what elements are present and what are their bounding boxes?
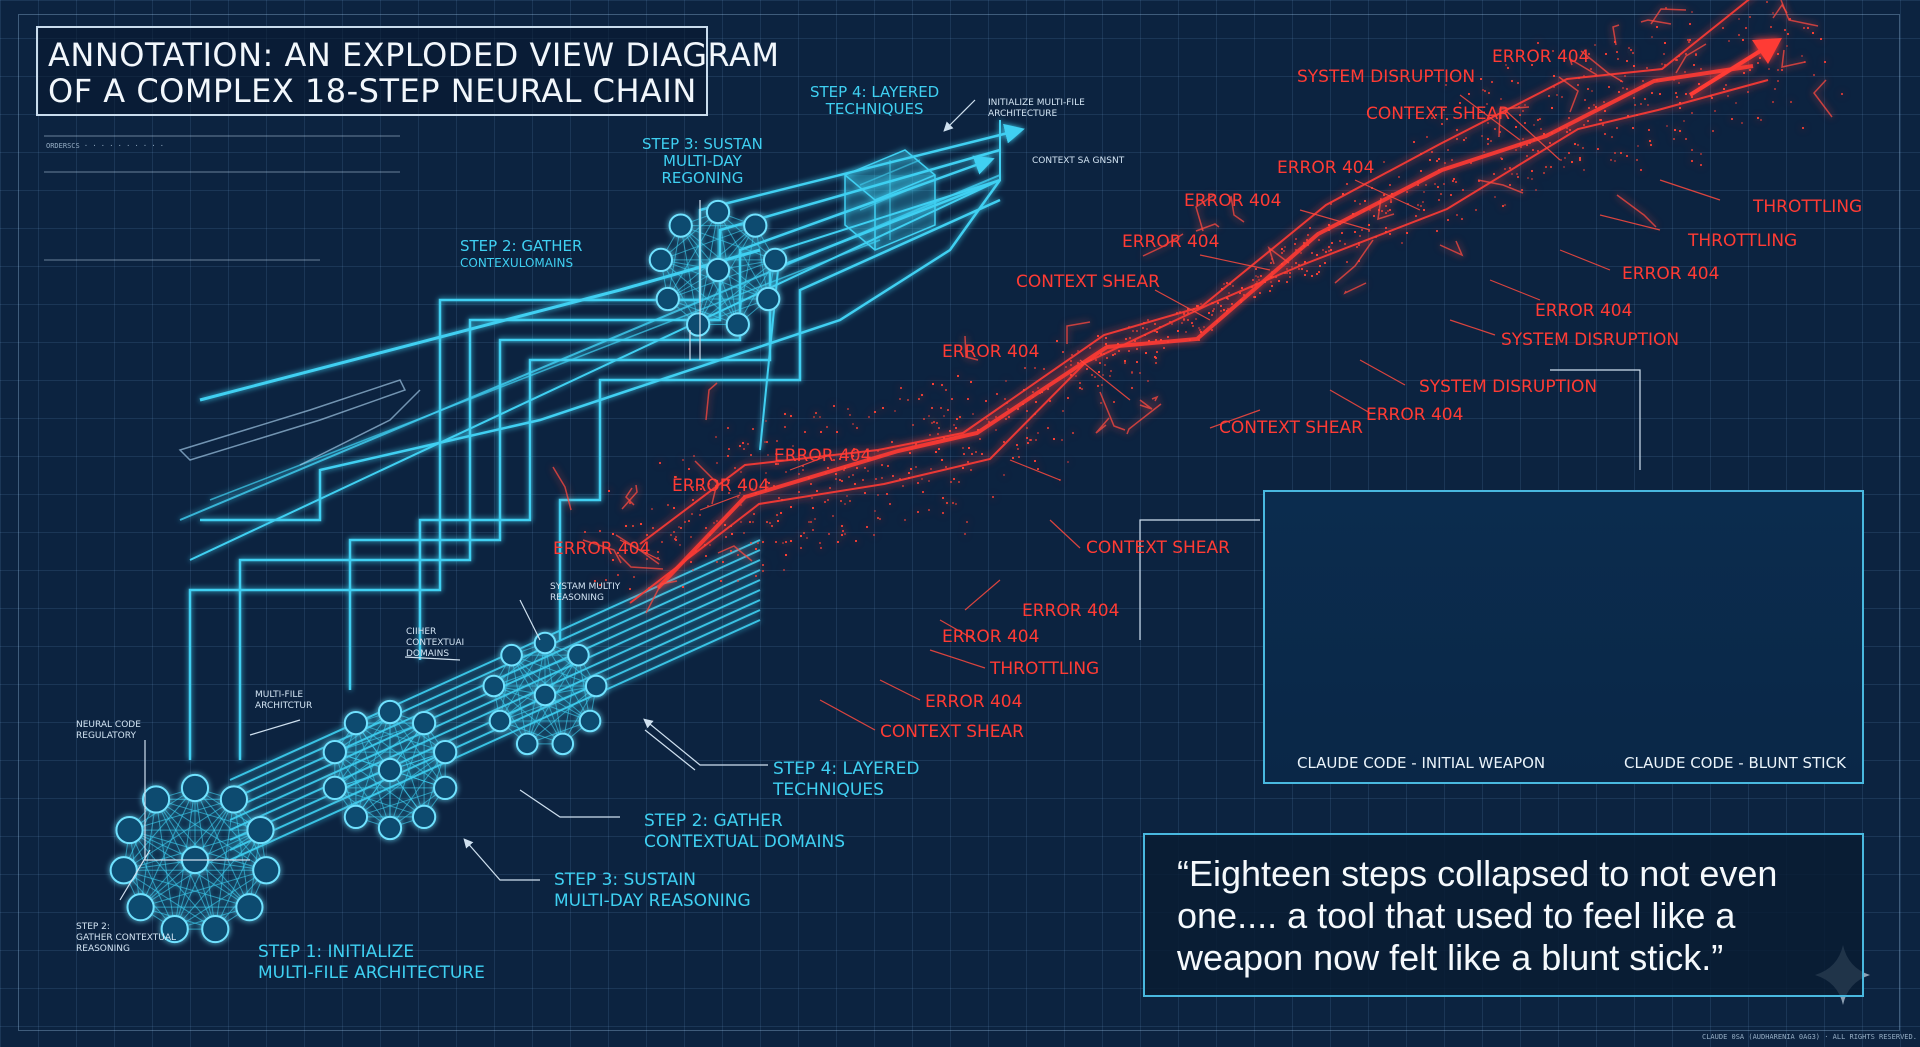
upper-init-label: INITIALIZE MULTI-FILE ARCHITECTURE (988, 98, 1085, 120)
upper-step3-line3: REGONING (661, 169, 744, 187)
upper-step2-line1: STEP 2: GATHER (460, 237, 583, 255)
label-system-disruption: SYSTEM DISRUPTION (1501, 330, 1680, 350)
label-error-404: ERROR 404 (1366, 405, 1464, 425)
label-context-shear: CONTEXT SHEAR (1219, 418, 1363, 438)
step3-line2: MULTI-DAY REASONING (554, 891, 751, 911)
cither-line2: CONTEXTUAI (406, 638, 465, 648)
label-error-404: ERROR 404 (1022, 601, 1120, 621)
multifile-small-line1: MULTI-FILE (255, 690, 304, 700)
step2-small-line3: REASONING (76, 944, 130, 954)
caption-initial-weapon: CLAUDE CODE - INITIAL WEAPON (1297, 754, 1546, 772)
upper-step3-label: STEP 3: SUSTAN MULTI-DAY REGONING (642, 136, 763, 187)
upper-step2-label: STEP 2: GATHER CONTEXULOMAINS (460, 238, 582, 272)
red-leader-lines (619, 94, 1721, 731)
label-error-404: ERROR 404 (774, 446, 872, 466)
quote-line-1: “Eighteen steps collapsed to not even (1177, 853, 1778, 894)
table-fine-print: ORDERSCS · · · · · · · · · · (46, 142, 165, 150)
step1-line2: MULTI-FILE ARCHITECTURE (258, 963, 485, 983)
upper-step2-line2: CONTEXULOMAINS (460, 256, 574, 270)
lower-neural-nodes (109, 631, 608, 944)
step3-line1: STEP 3: SUSTAIN (554, 870, 696, 890)
label-error-404: ERROR 404 (925, 692, 1023, 712)
upper-step4-line2: TECHNIQUES (825, 100, 924, 118)
red-fracture (552, 0, 1843, 614)
label-throttling: THROTTLING (1688, 231, 1798, 251)
weapon-comparison-panel (1263, 490, 1864, 784)
step1-line1: STEP 1: INITIALIZE (258, 942, 415, 962)
step4-label: STEP 4: LAYERED TECHNIQUES (773, 759, 919, 801)
upper-step3-line1: STEP 3: SUSTAN (642, 135, 763, 153)
quote-box: “Eighteen steps collapsed to not even on… (1143, 833, 1864, 997)
title-line-2: OF A COMPLEX 18-STEP NEURAL CHAIN (48, 72, 697, 110)
label-error-404: ERROR 404 (1535, 301, 1633, 321)
label-throttling: THROTTLING (1753, 197, 1863, 217)
title-box: ANNOTATION: AN EXPLODED VIEW DIAGRAM OF … (36, 26, 779, 116)
systam-line2: REASONING (550, 593, 604, 603)
copyright-footer: CLAUDE 0SA (AUDHARENIA 0AG3) · ALL RIGHT… (1702, 1033, 1917, 1041)
quote-line-2: one.... a tool that used to feel like a (1177, 895, 1736, 936)
label-error-404: ERROR 404 (1622, 264, 1720, 284)
multifile-small-line2: ARCHITCTUR (255, 701, 313, 711)
upper-neural-nodes (648, 199, 788, 337)
label-system-disruption: SYSTEM DISRUPTION (1297, 67, 1476, 87)
upper-init-line2: ARCHITECTURE (988, 109, 1058, 119)
label-error-404: ERROR 404 (1184, 191, 1282, 211)
cube-hologram (844, 149, 936, 251)
title-line-1: ANNOTATION: AN EXPLODED VIEW DIAGRAM (48, 36, 780, 74)
upper-step3-line2: MULTI-DAY (663, 152, 742, 170)
sword-sketch (178, 379, 421, 466)
neural-code-line1: NEURAL CODE (76, 720, 141, 730)
node-cluster-2 (322, 699, 458, 841)
neural-code-line2: REGULATORY (76, 731, 136, 741)
systam-label: SYSTAM MULTIY REASONING (550, 582, 620, 604)
upper-init-line1: INITIALIZE MULTI-FILE (988, 98, 1085, 108)
node-cluster-1 (109, 773, 281, 944)
label-error-404: ERROR 404 (942, 342, 1040, 362)
step2-small-label: STEP 2: GATHER CONTEXTUAL REASONING (76, 922, 176, 955)
step4-line2: TECHNIQUES (773, 780, 884, 800)
label-error-404: ERROR 404 (1277, 158, 1375, 178)
upper-step4-label: STEP 4: LAYERED TECHNIQUES (810, 84, 939, 118)
quote-line-3: weapon now felt like a blunt stick.” (1177, 937, 1724, 978)
label-system-disruption: SYSTEM DISRUPTION (1419, 377, 1598, 397)
multifile-small-label: MULTI-FILE ARCHITCTUR (255, 690, 312, 712)
label-error-404: ERROR 404 (672, 476, 770, 496)
label-error-404: ERROR 404 (1122, 232, 1220, 252)
callout-leaders (119, 99, 1641, 901)
neural-code-label: NEURAL CODE REGULATORY (76, 720, 141, 742)
data-table (44, 135, 400, 261)
label-context-shear: CONTEXT SHEAR (880, 722, 1024, 742)
cither-label: CIIHER CONTEXTUAI DOMAINS (406, 627, 464, 660)
caption-blunt-stick: CLAUDE CODE - BLUNT STICK (1624, 754, 1846, 772)
step3-label: STEP 3: SUSTAIN MULTI-DAY REASONING (554, 870, 751, 912)
context-small-label: CONTEXT SA GNSNT (1032, 156, 1125, 166)
label-error-404: ERROR 404 (942, 627, 1040, 647)
systam-line1: SYSTAM MULTIY (550, 582, 621, 592)
label-error-404: ERROR 404 (1492, 47, 1590, 67)
upper-step4-line1: STEP 4: LAYERED (810, 83, 940, 101)
step2-line1: STEP 2: GATHER (644, 811, 783, 831)
cither-line3: DOMAINS (406, 649, 450, 659)
label-error-404: ERROR 404 (553, 539, 651, 559)
step2-label: STEP 2: GATHER CONTEXTUAL DOMAINS (644, 811, 845, 853)
step1-label: STEP 1: INITIALIZE MULTI-FILE ARCHITECTU… (258, 942, 485, 984)
node-cluster-3 (482, 631, 608, 756)
upper-node-cluster (648, 199, 788, 337)
blueprint-frame (18, 14, 1900, 1031)
label-context-shear: CONTEXT SHEAR (1086, 538, 1230, 558)
label-context-shear: CONTEXT SHEAR (1366, 104, 1510, 124)
step2-small-line2: GATHER CONTEXTUAL (76, 933, 177, 943)
cither-line1: CIIHER (406, 627, 437, 637)
step2-small-line1: STEP 2: (76, 922, 110, 932)
label-context-shear: CONTEXT SHEAR (1016, 272, 1160, 292)
step2-line2: CONTEXTUAL DOMAINS (644, 832, 846, 852)
step4-line1: STEP 4: LAYERED (773, 759, 920, 779)
label-throttling: THROTTLING (990, 659, 1100, 679)
